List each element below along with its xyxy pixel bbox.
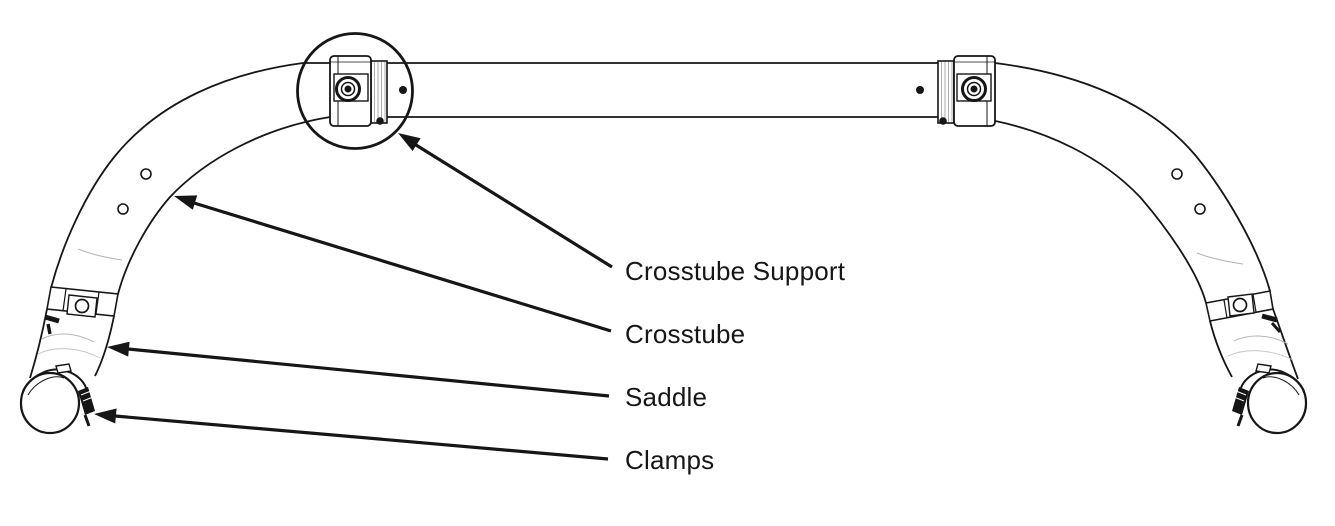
arrowhead — [174, 195, 198, 210]
support-bolt-mid — [966, 81, 982, 97]
arch-weld-line — [1196, 252, 1244, 265]
support-bolt-center — [970, 85, 978, 93]
arrow-line — [114, 414, 609, 461]
support-bolt-outer — [961, 76, 987, 102]
clamp-left — [19, 363, 95, 435]
callout-arrow-crosstube — [174, 195, 612, 333]
arrow-line — [127, 347, 610, 398]
clamp-right — [1232, 363, 1308, 435]
arch-left-inner-edge — [117, 116, 331, 295]
saddle-weld-line — [1227, 350, 1294, 361]
tube-rivet-left — [399, 86, 407, 94]
crosstube-tube — [303, 62, 995, 118]
arrow-line — [415, 143, 613, 269]
arch-hole — [1194, 203, 1206, 215]
crosstube-arch-left — [50, 62, 331, 295]
clamp-screw-thread — [1235, 390, 1247, 396]
support-collar-hatching — [374, 62, 386, 122]
clamp-buckle — [1255, 363, 1272, 374]
label-crosstube-support: Crosstube Support — [625, 256, 846, 286]
clamp-ring-inner-rim — [1290, 390, 1307, 430]
callout-arrow-clamps — [94, 408, 609, 461]
clamp-screw-thread — [80, 390, 92, 396]
clamp-screw — [78, 387, 95, 415]
support-collar-hatching — [941, 62, 953, 122]
saddle-right — [1205, 290, 1299, 380]
arch-right-inner-edge — [972, 116, 1207, 304]
clamp-screw-thread — [82, 396, 94, 402]
clamp-screw-tip — [1236, 414, 1244, 427]
support-bolt-outer — [335, 76, 361, 102]
clamp-buckle — [55, 363, 72, 374]
support-bolt-mid — [340, 81, 356, 97]
retainer-clip — [1261, 313, 1278, 323]
saddle-sleeve-right-edge — [1272, 308, 1299, 380]
saddle-band-divider — [62, 288, 67, 312]
arch-left-outer-edge — [50, 62, 304, 289]
detail-highlight-circle — [296, 32, 414, 150]
saddle-weld-line — [37, 348, 101, 359]
saddle-band-divider — [1252, 293, 1257, 313]
clamp-strap — [1262, 376, 1300, 396]
clamp-screw-thread — [1233, 396, 1245, 402]
label-crosstube: Crosstube — [625, 319, 746, 349]
saddle-band-divider — [95, 291, 100, 315]
arch-hole — [140, 168, 152, 180]
crosstube-arch-right — [972, 62, 1271, 304]
arrowhead — [94, 408, 117, 424]
saddle-band-divider — [1223, 299, 1228, 319]
retainer-clip — [46, 323, 52, 335]
saddle-band-hole — [74, 298, 90, 314]
saddle-left — [29, 286, 119, 379]
arch-hole — [1171, 168, 1183, 180]
arch-right-outer-edge — [994, 62, 1271, 292]
tube-rivet-right — [916, 86, 924, 94]
arch-hole — [117, 203, 129, 215]
saddle-band-hole — [1232, 297, 1248, 313]
saddle-weld-line — [41, 333, 95, 343]
support-collar — [370, 60, 388, 124]
crosstube-support-right — [937, 55, 996, 127]
label-saddle: Saddle — [625, 382, 708, 412]
support-bolt-center — [344, 85, 352, 93]
saddle-sleeve-left-edge — [1209, 320, 1233, 378]
label-clamps: Clamps — [625, 445, 715, 475]
retainer-clip — [1270, 322, 1282, 333]
saddle-sleeve-right-edge — [94, 315, 115, 377]
arrowhead — [398, 133, 421, 151]
arrow-line — [193, 201, 612, 333]
clamp-ring-inner-rim — [20, 390, 37, 430]
clamp-strap — [27, 376, 65, 396]
support-rivet — [376, 117, 384, 125]
support-rivet — [939, 117, 947, 125]
saddle-sleeve-left-edge — [29, 308, 48, 379]
arch-weld-line — [77, 248, 123, 261]
callout-arrow-crosstube-support — [398, 133, 613, 269]
clamp-screw-tip — [83, 414, 91, 427]
support-collar — [937, 60, 955, 124]
crosstube-support-left — [329, 55, 388, 127]
arrowhead — [107, 341, 130, 357]
callout-arrow-saddle — [107, 341, 610, 398]
retainer-clip — [44, 314, 60, 324]
saddle-weld-line — [1233, 335, 1289, 345]
clamp-screw — [1232, 387, 1249, 415]
